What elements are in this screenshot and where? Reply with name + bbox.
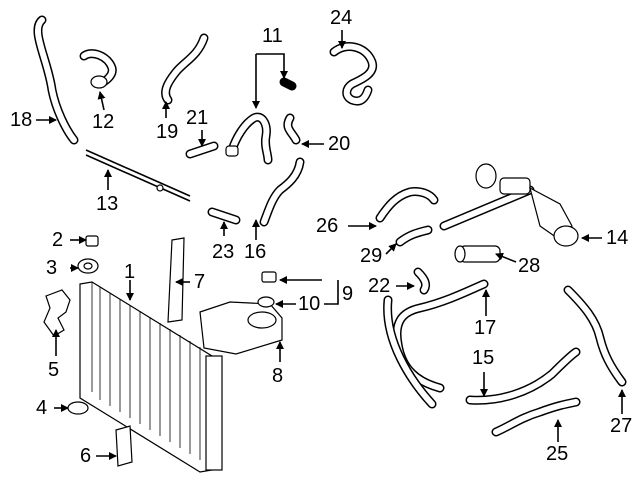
part-15-hose	[465, 347, 581, 405]
callout-20: 20	[328, 133, 351, 155]
part-27-hose	[563, 285, 627, 387]
part-18-upper-hose	[33, 15, 79, 145]
part-20-hose-bend	[283, 113, 301, 145]
part-14-water-pipe	[439, 163, 579, 247]
part-24-hose	[329, 42, 378, 106]
callout-22: 22	[368, 275, 391, 297]
part-13-pipe	[85, 149, 191, 202]
part-7-seal-strip	[167, 237, 185, 323]
leader-lines	[36, 30, 626, 460]
callout-23: 23	[212, 241, 235, 263]
part-9-cap	[261, 271, 277, 283]
part-26-hose	[375, 187, 439, 223]
callout-25: 25	[546, 443, 569, 465]
callout-21: 21	[186, 107, 209, 129]
callout-28: 28	[518, 255, 541, 277]
callout-1: 1	[124, 261, 136, 283]
callout-5: 5	[48, 359, 60, 381]
callout-3: 3	[46, 257, 58, 279]
callout-11: 11	[262, 25, 283, 47]
part-4-cap	[67, 401, 89, 415]
part-5-bracket	[43, 289, 71, 337]
callout-2: 2	[52, 229, 64, 251]
part-8-expansion-tank	[199, 301, 283, 355]
callout-6: 6	[80, 445, 92, 467]
callout-12: 12	[92, 111, 115, 133]
callout-8: 8	[272, 365, 284, 387]
callout-18: 18	[10, 109, 33, 131]
callout-27: 27	[610, 415, 633, 437]
callout-10: 10	[298, 293, 321, 315]
part-28-pump	[454, 245, 501, 263]
part-3-gasket	[77, 258, 99, 274]
part-29-hose	[395, 225, 433, 247]
part-6-bracket	[115, 425, 133, 467]
callout-4: 4	[36, 397, 48, 419]
callout-19: 19	[156, 121, 179, 143]
callout-24: 24	[330, 7, 353, 29]
callout-16: 16	[244, 241, 267, 263]
part-10-gasket	[257, 296, 275, 308]
part-23-short-hose	[207, 207, 241, 225]
part-17-lower-hose	[383, 279, 489, 409]
part-19-hose	[161, 33, 209, 105]
part-22-hose	[413, 267, 431, 295]
part-16-hose	[259, 157, 305, 227]
callout-14: 14	[606, 227, 629, 249]
callout-17: 17	[474, 317, 497, 339]
callout-15: 15	[472, 347, 495, 369]
callout-13: 13	[96, 193, 119, 215]
part-21-short-hose	[185, 141, 219, 159]
part-25-hose	[491, 397, 581, 437]
callout-9: 9	[342, 283, 354, 305]
part-1-radiator	[79, 281, 223, 473]
callout-29: 29	[360, 245, 383, 267]
part-2-cap	[85, 235, 99, 247]
part-11-hose-assembly	[225, 77, 297, 165]
part-12-hose-elbow	[79, 49, 117, 89]
callout-7: 7	[194, 271, 206, 293]
callout-26: 26	[316, 215, 339, 237]
